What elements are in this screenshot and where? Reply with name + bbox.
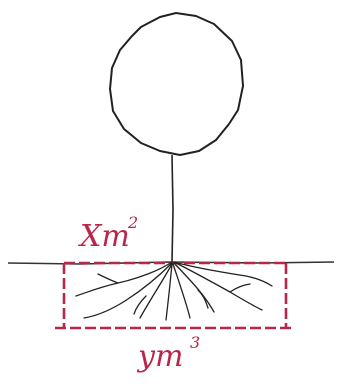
tree-canopy	[110, 13, 243, 155]
soil-volume-box	[55, 263, 295, 328]
tree-roots	[76, 262, 272, 320]
tree-trunk	[172, 155, 173, 262]
surface-area-label-base: Xm	[78, 219, 130, 254]
volume-label-base: ym	[136, 339, 183, 374]
surface-area-label-exponent: 2	[127, 213, 138, 232]
volume-label-exponent: 3	[190, 333, 200, 352]
volume-label: ym 3	[136, 333, 200, 374]
surface-area-label: Xm 2	[78, 213, 138, 254]
